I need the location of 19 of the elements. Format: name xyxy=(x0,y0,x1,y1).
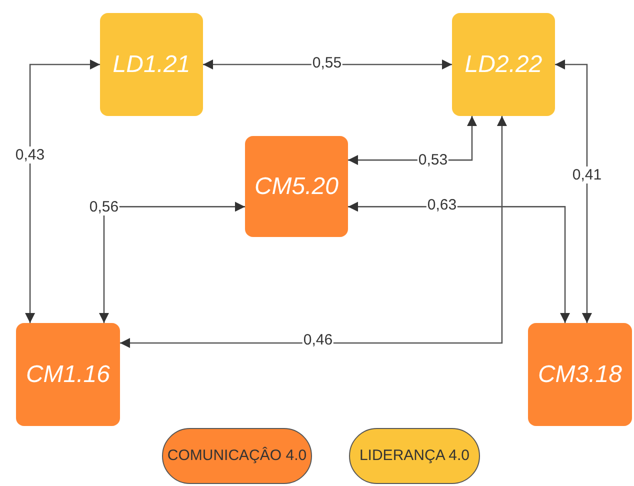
category-pill: LIDERANÇA 4.0 xyxy=(349,428,480,484)
process-box: CM5.20 xyxy=(245,136,348,237)
connector-arrow xyxy=(25,60,100,323)
connector-arrow xyxy=(120,116,507,348)
edge-label: 0,55 xyxy=(311,54,343,72)
edge-label: 0,46 xyxy=(302,332,334,348)
edge-label: 0,43 xyxy=(14,146,46,164)
connector-arrow xyxy=(348,202,570,323)
connector-arrow xyxy=(555,60,592,323)
process-box: LD2.22 xyxy=(452,13,555,116)
category-pill: COMUNICAÇÂO 4.0 xyxy=(162,428,312,484)
edge-label: 0,56 xyxy=(88,198,120,216)
edge-label: 0,53 xyxy=(417,152,449,168)
process-box: CM1.16 xyxy=(16,323,120,426)
connector-arrow xyxy=(98,202,245,323)
process-box: CM3.18 xyxy=(528,323,632,426)
process-box: LD1.21 xyxy=(100,13,203,116)
edge-label: 0,41 xyxy=(571,166,603,184)
edge-label: 0,63 xyxy=(426,196,458,214)
